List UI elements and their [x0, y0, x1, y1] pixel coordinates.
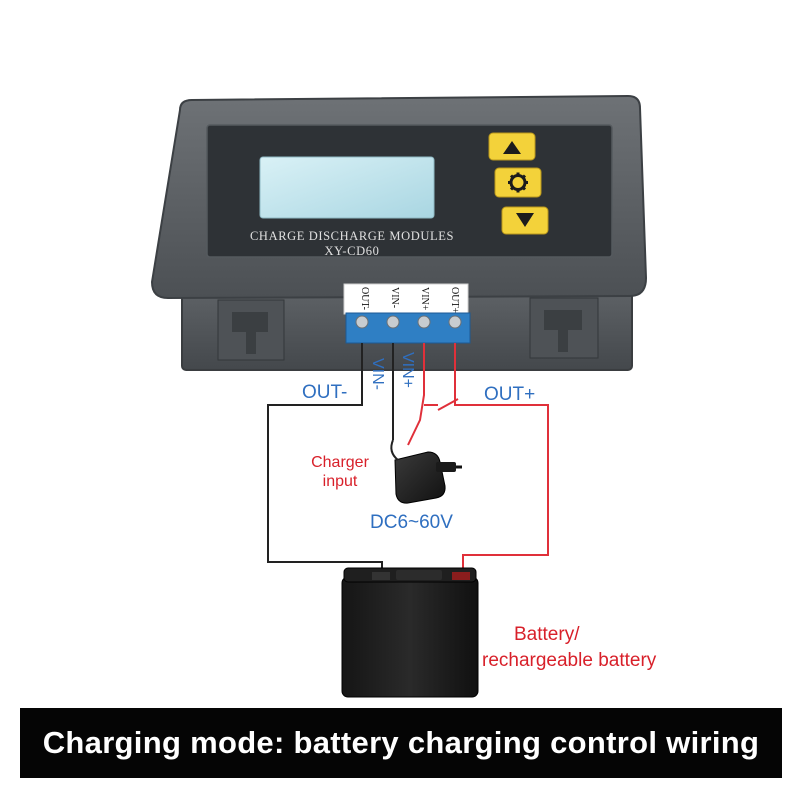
left-mount-clip [217, 299, 285, 361]
terminal-screw-vin-minus [386, 315, 400, 329]
battery-negative-terminal [372, 572, 390, 580]
wire-out-plus [454, 343, 549, 575]
battery-label-line1: Battery/ [514, 624, 580, 645]
right-mount-clip [529, 297, 599, 359]
caption-text: Charging mode: battery charging control … [42, 725, 760, 760]
label-vin-minus: VIN- [369, 358, 386, 390]
label-out-minus: OUT- [302, 382, 347, 403]
terminal-label-card: OUT- VIN- VIN+ OUT+ [343, 283, 469, 315]
battery [341, 567, 479, 698]
settings-button[interactable] [494, 167, 542, 198]
terminal-screw-out-minus [355, 315, 369, 329]
label-out-plus: OUT+ [484, 384, 535, 405]
wire-vin-plus [407, 343, 425, 446]
terminal-label-out-minus: OUT- [359, 287, 370, 310]
terminal-label-out-plus: OUT+ [449, 287, 460, 314]
label-vin-plus: VIN+ [399, 352, 416, 388]
up-button[interactable] [488, 132, 536, 161]
terminal-label-vin-minus: VIN- [389, 287, 400, 308]
wires [267, 343, 549, 575]
wire-out-minus [267, 343, 383, 572]
module-name-line2: XY-CD60 [325, 244, 380, 258]
battery-label-line2: rechargeable battery [482, 650, 657, 671]
switch-contact [437, 398, 459, 411]
charger-adapter [390, 439, 462, 504]
gear-icon [508, 172, 528, 193]
down-button[interactable] [501, 206, 549, 235]
terminal-screw-out-plus [448, 315, 462, 329]
terminal-block [345, 312, 471, 344]
terminal-label-vin-plus: VIN+ [419, 287, 430, 311]
module-name-line1: CHARGE DISCHARGE MODULES [250, 229, 454, 243]
terminal-screw-vin-plus [417, 315, 431, 329]
charger-voltage-label: DC6~60V [370, 512, 453, 533]
lcd-screen [259, 156, 435, 219]
battery-positive-terminal [452, 572, 470, 580]
down-arrow-icon [516, 213, 534, 227]
charger-label-line2: input [323, 473, 358, 490]
up-arrow-icon [503, 141, 521, 154]
charger-label-line1: Charger [311, 454, 369, 471]
caption-bar: Charging mode: battery charging control … [20, 708, 782, 778]
